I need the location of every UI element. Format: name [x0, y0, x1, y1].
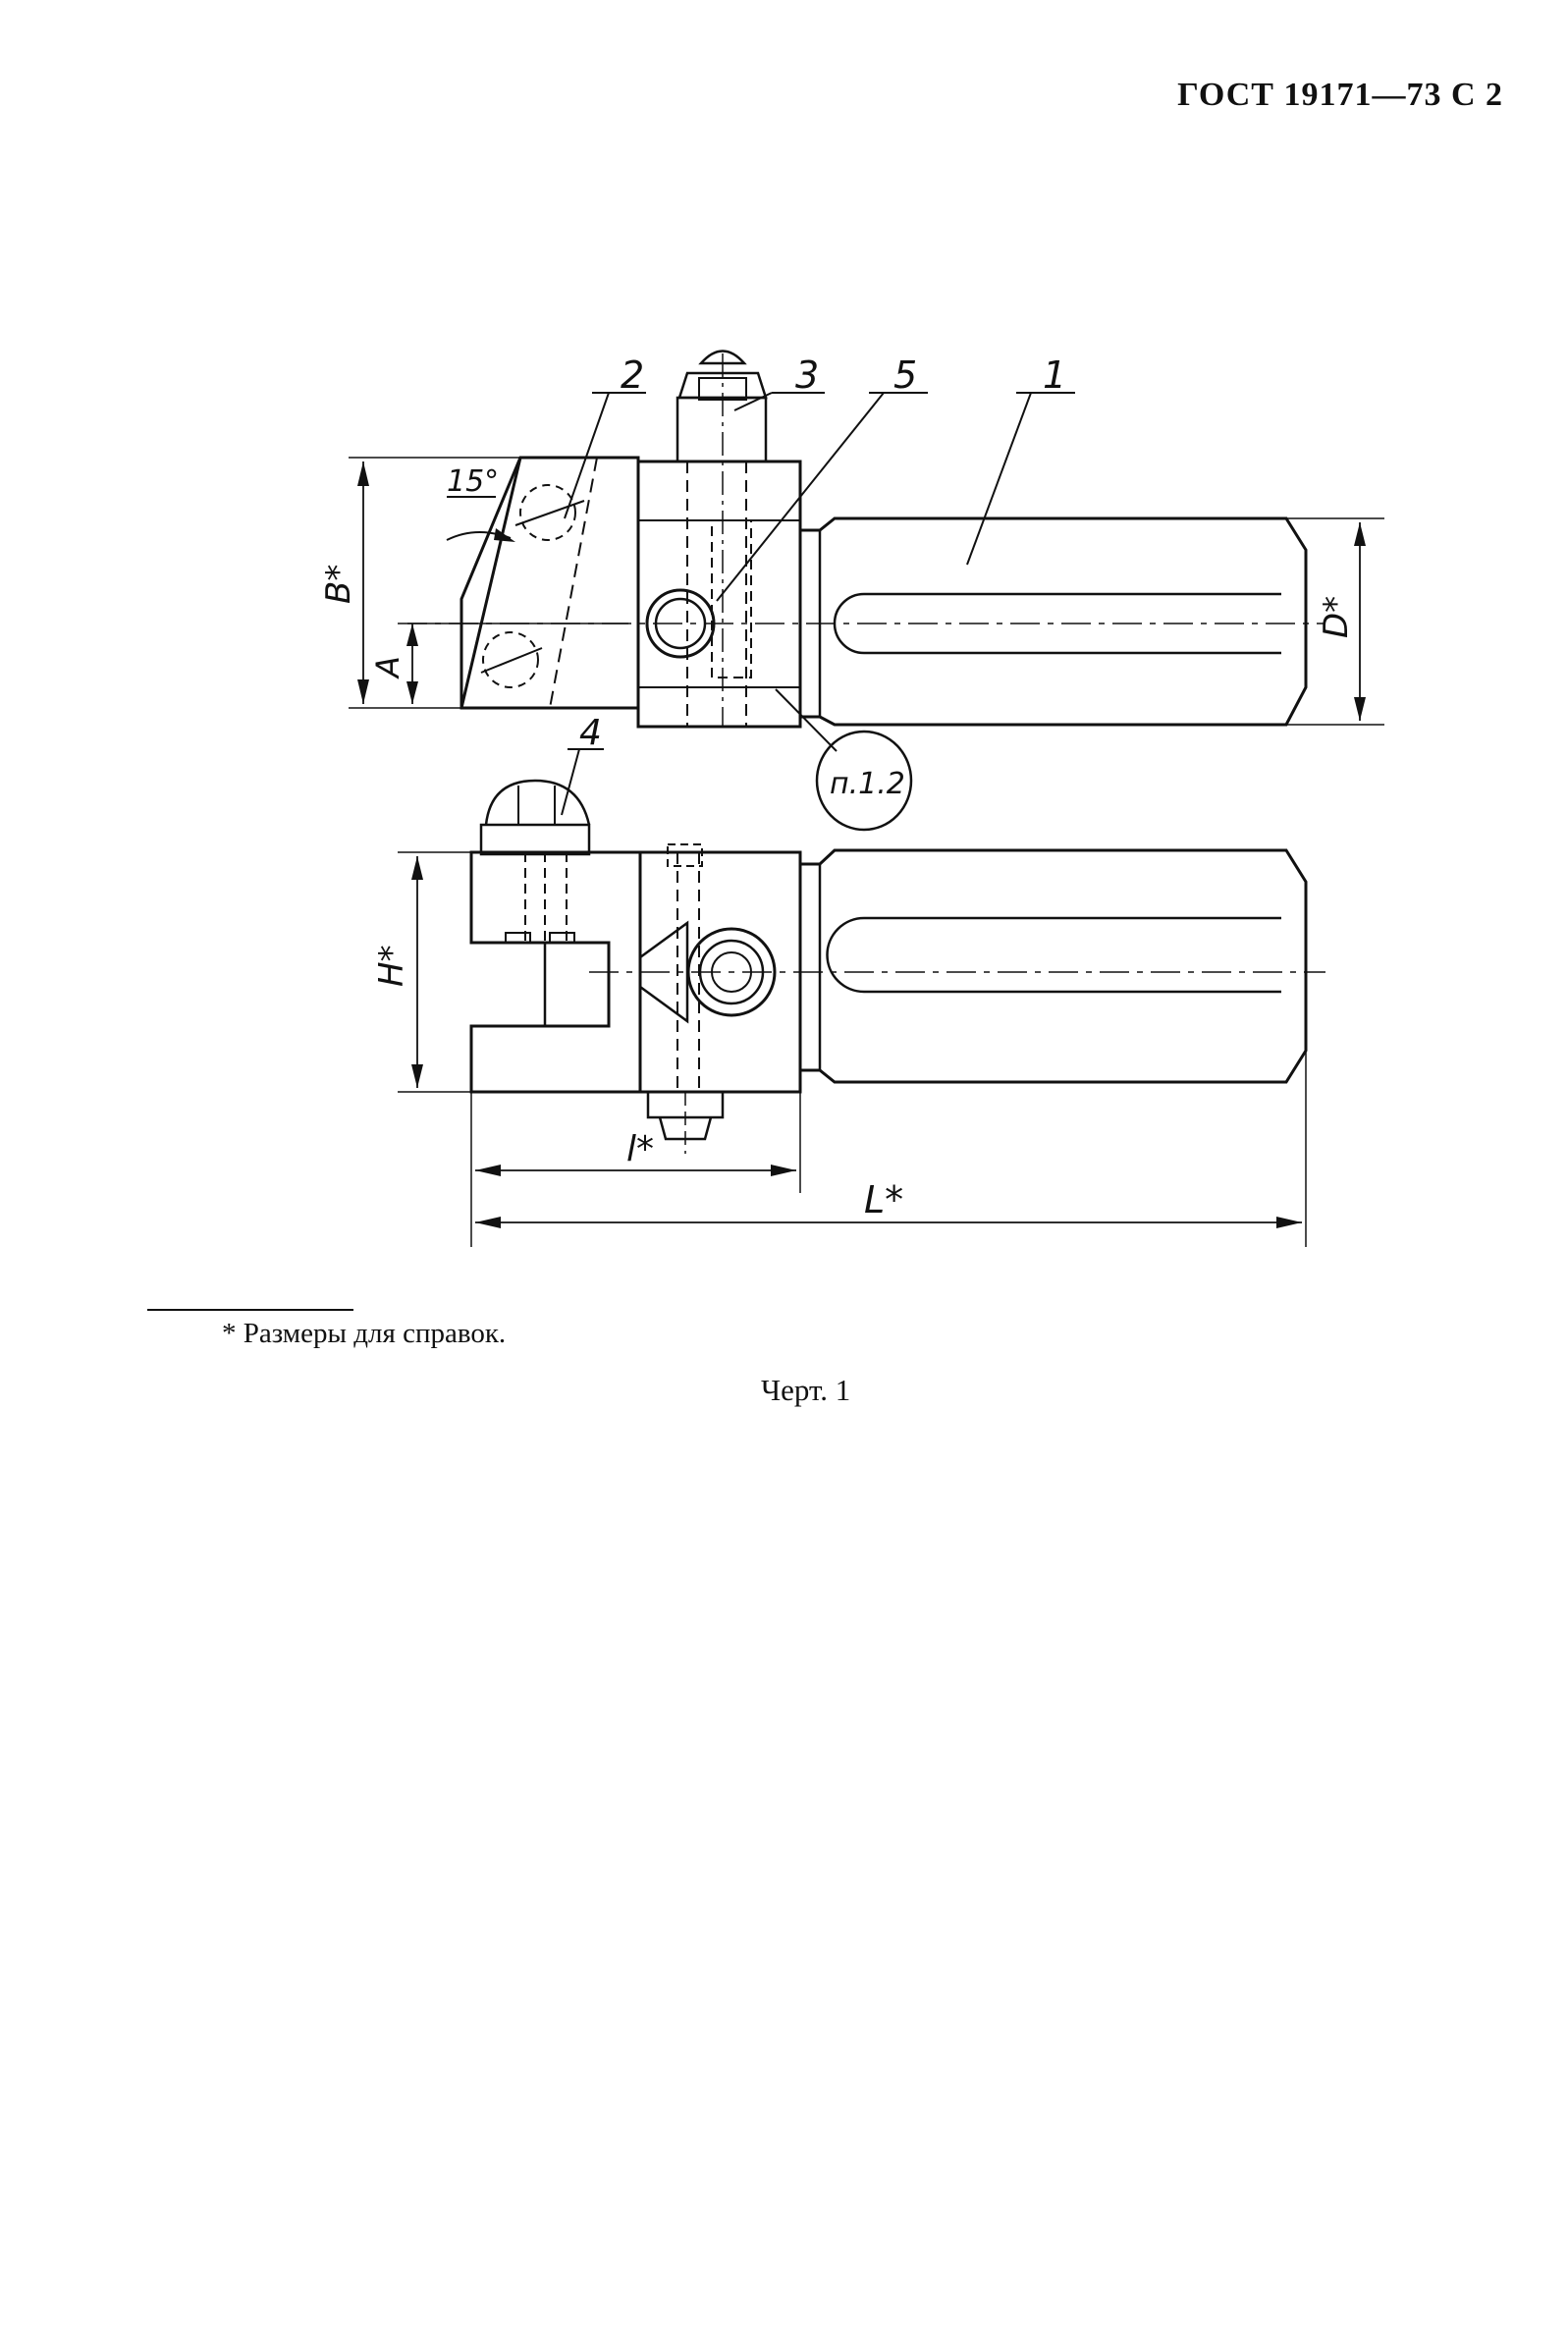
- dim-l-large: L*: [864, 1178, 903, 1221]
- section-ref-label: п.1.2: [830, 767, 905, 801]
- callout-4: 4: [579, 713, 602, 753]
- callout-5: 5: [893, 353, 917, 397]
- side-view: [398, 779, 1325, 1247]
- footnote-rule: [147, 1309, 353, 1311]
- dim-l-small: l*: [626, 1129, 654, 1169]
- figure-caption: Черт. 1: [761, 1373, 851, 1407]
- callout-2: 2: [621, 353, 644, 397]
- leader-lines: [561, 392, 1075, 816]
- dim-a: A: [369, 656, 406, 679]
- callout-3: 3: [795, 353, 819, 397]
- angle-label: 15°: [447, 464, 499, 499]
- footnote: * Размеры для справок.: [222, 1318, 507, 1349]
- technical-drawing: 2 3 5 1 4 15° п.1.2 B* A D* H* l* L*: [319, 350, 1384, 1247]
- dim-b: B*: [319, 565, 358, 604]
- callout-1: 1: [1043, 353, 1066, 397]
- document-header: ГОСТ 19171—73 С 2: [1177, 77, 1503, 113]
- dim-h: H*: [372, 945, 411, 987]
- section-ref-circle: [815, 730, 913, 832]
- dim-d: D*: [1317, 596, 1356, 638]
- top-view: [349, 350, 1384, 729]
